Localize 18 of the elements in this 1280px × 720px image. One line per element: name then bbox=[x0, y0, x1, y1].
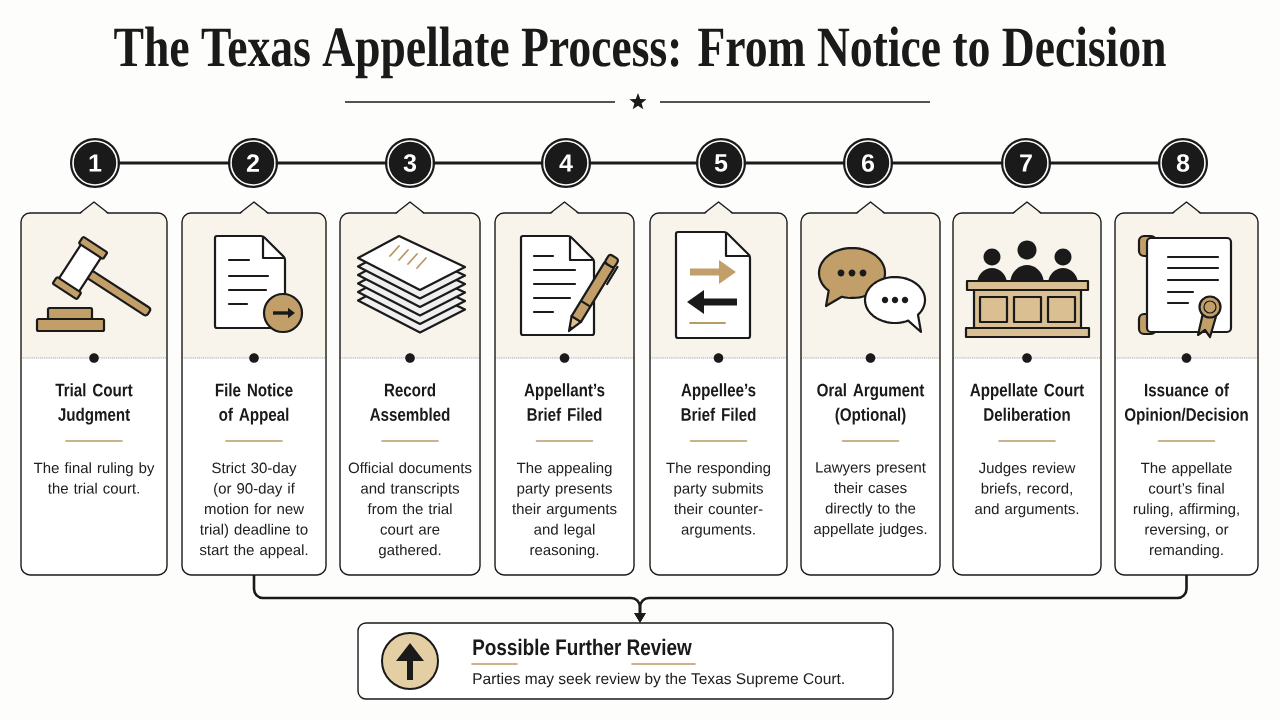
step-card: Trial Court Judgment The final ruling by the trial court. bbox=[20, 201, 168, 576]
step-number: 8 bbox=[1158, 138, 1208, 188]
step-number: 4 bbox=[541, 138, 591, 188]
connector-line bbox=[890, 161, 1004, 165]
connector-line bbox=[117, 161, 231, 165]
step-number: 5 bbox=[696, 138, 746, 188]
step-number: 2 bbox=[228, 138, 278, 188]
step-number: 6 bbox=[843, 138, 893, 188]
connector-line bbox=[1048, 161, 1161, 165]
title: The Texas Appellate Process: From Notice to Decision bbox=[114, 26, 1166, 79]
review-box: Possible Further Review Parties may seek review by the Texas Supreme Court. bbox=[357, 622, 894, 700]
step-number: 3 bbox=[385, 138, 435, 188]
step-number: 1 bbox=[70, 138, 120, 188]
connector-line bbox=[743, 161, 846, 165]
connector-line bbox=[432, 161, 544, 165]
connector-line bbox=[588, 161, 699, 165]
step-number: 7 bbox=[1001, 138, 1051, 188]
connector-line bbox=[275, 161, 388, 165]
